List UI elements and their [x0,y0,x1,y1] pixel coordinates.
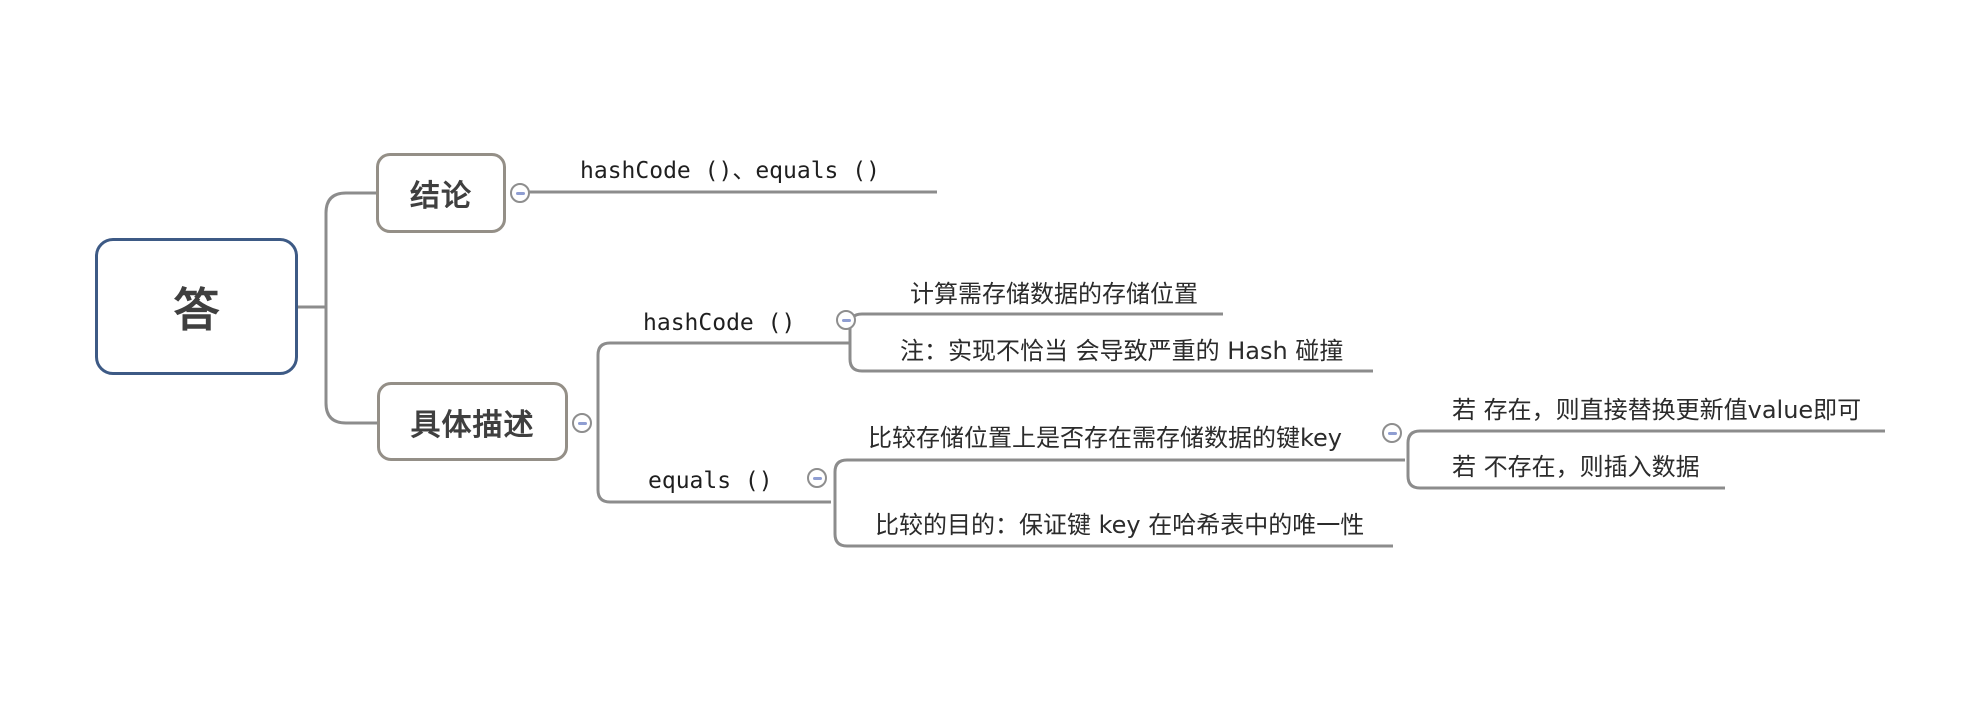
collapse-minus-icon-keyexist[interactable] [1382,423,1402,443]
detail-children-bracket [596,341,850,504]
topic-conclusion-summary[interactable]: hashCode ()、equals () [580,158,880,184]
topic-detail[interactable]: 具体描述 [377,382,568,461]
topic-equals[interactable]: equals () [648,468,773,494]
root-topic-label: 答 [173,282,220,337]
minus-glyph [1387,431,1397,435]
equals-children-bracket [833,458,1405,548]
collapse-minus-icon-equals[interactable] [807,468,827,488]
topic-detail-label: 具体描述 [410,407,535,443]
root-trunk-line [324,191,378,425]
topic-hashcode-purpose[interactable]: 计算需存储数据的存储位置 [910,280,1198,308]
hashcode-children-bracket [848,312,1373,373]
collapse-minus-icon-detail[interactable] [572,413,592,433]
topic-conclusion-label: 结论 [410,179,472,214]
collapse-minus-icon-conclusion[interactable] [510,183,530,203]
topic-equals-purpose[interactable]: 比较的目的：保证键 key 在哈希表中的唯一性 [875,511,1365,539]
topic-key-not-exists[interactable]: 若 不存在，则插入数据 [1452,453,1700,481]
topic-key-exists[interactable]: 若 存在，则直接替换更新值value即可 [1452,396,1862,424]
minus-glyph [515,191,525,195]
root-topic[interactable]: 答 [95,238,298,375]
minus-glyph [812,476,822,480]
collapse-minus-icon-hashcode[interactable] [836,310,856,330]
topic-equals-compare[interactable]: 比较存储位置上是否存在需存储数据的键key [868,424,1343,452]
topic-hashcode-note[interactable]: 注：实现不恰当 会导致严重的 Hash 碰撞 [900,337,1344,365]
keyexist-children-bracket [1406,429,1885,490]
topic-conclusion[interactable]: 结论 [376,153,506,233]
topic-hashcode[interactable]: hashCode () [643,310,796,336]
minus-glyph [841,318,851,322]
minus-glyph [577,421,587,425]
